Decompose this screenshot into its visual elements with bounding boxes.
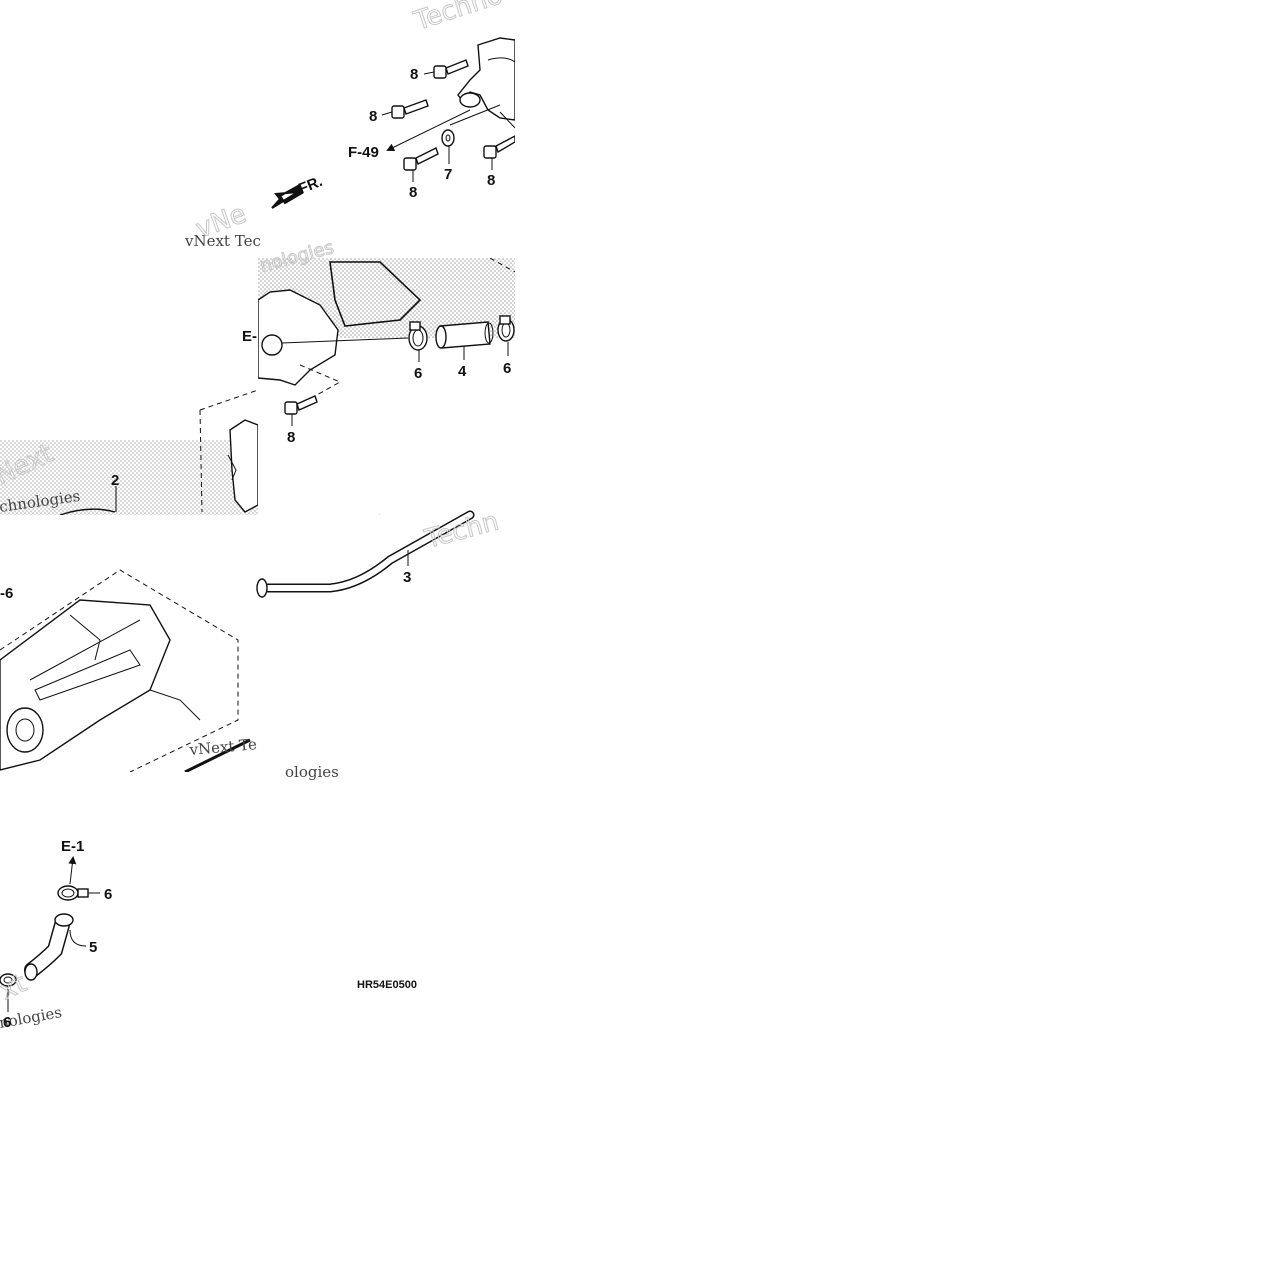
bolt-8-lower-right xyxy=(483,135,515,159)
callout-8: 8 xyxy=(287,429,295,446)
pump-body-group xyxy=(0,389,258,515)
callout-6: 6 xyxy=(3,1014,11,1031)
thermostat-housing xyxy=(457,37,515,121)
callout-2: 2 xyxy=(111,472,119,489)
callout-8: 8 xyxy=(410,66,418,83)
callout-3: 3 xyxy=(403,569,411,586)
ref-f49: F-49 xyxy=(348,144,379,161)
ref-e1-bottom: E-1 xyxy=(61,838,84,855)
callout-6: 6 xyxy=(503,360,511,377)
hose-clamp-6-bottom xyxy=(57,885,89,901)
water-hose-4 xyxy=(435,321,494,349)
callout-4: 4 xyxy=(458,363,467,380)
watermark-text: ologies xyxy=(285,763,339,781)
crankcase-outline xyxy=(0,569,239,772)
seal-2-outline xyxy=(59,508,116,515)
bolt-8-upper xyxy=(433,59,469,79)
water-pump-cover xyxy=(258,289,339,386)
callout-8: 8 xyxy=(487,172,495,189)
ref-e1-top: E- xyxy=(242,328,257,345)
washer-7 xyxy=(441,129,455,147)
bolt-8-middle xyxy=(391,99,429,119)
crankcase-group xyxy=(0,569,251,772)
watermark-text: Techn xyxy=(421,506,502,555)
watermark-text: vNext Tec xyxy=(184,232,261,250)
ref-left: -6 xyxy=(0,585,13,602)
water-pump-body xyxy=(229,419,258,513)
water-pipe-group xyxy=(256,510,475,598)
thermostat-housing-group xyxy=(271,37,515,209)
hose-clamp-6-left xyxy=(408,321,428,351)
watermark-text: Techno xyxy=(410,0,506,37)
callout-7: 7 xyxy=(444,166,452,183)
callout-6: 6 xyxy=(104,886,112,903)
hose-clamp-6-right xyxy=(497,315,515,342)
gasket-outline xyxy=(329,261,422,327)
front-label: FR. xyxy=(296,173,325,198)
callout-6: 6 xyxy=(414,365,422,382)
callout-8: 8 xyxy=(409,184,417,201)
watermark-text: vNext Te xyxy=(188,735,258,759)
callout-8: 8 xyxy=(369,108,377,125)
diagram-code: HR54E0500 xyxy=(357,979,417,991)
bypass-hose-group xyxy=(0,856,100,1012)
bolt-8-lower-left xyxy=(403,147,439,171)
cover-hose-group xyxy=(258,258,515,426)
callout-5: 5 xyxy=(89,939,97,956)
bolt-8-cover xyxy=(284,395,318,415)
front-arrow-icon xyxy=(271,184,304,209)
